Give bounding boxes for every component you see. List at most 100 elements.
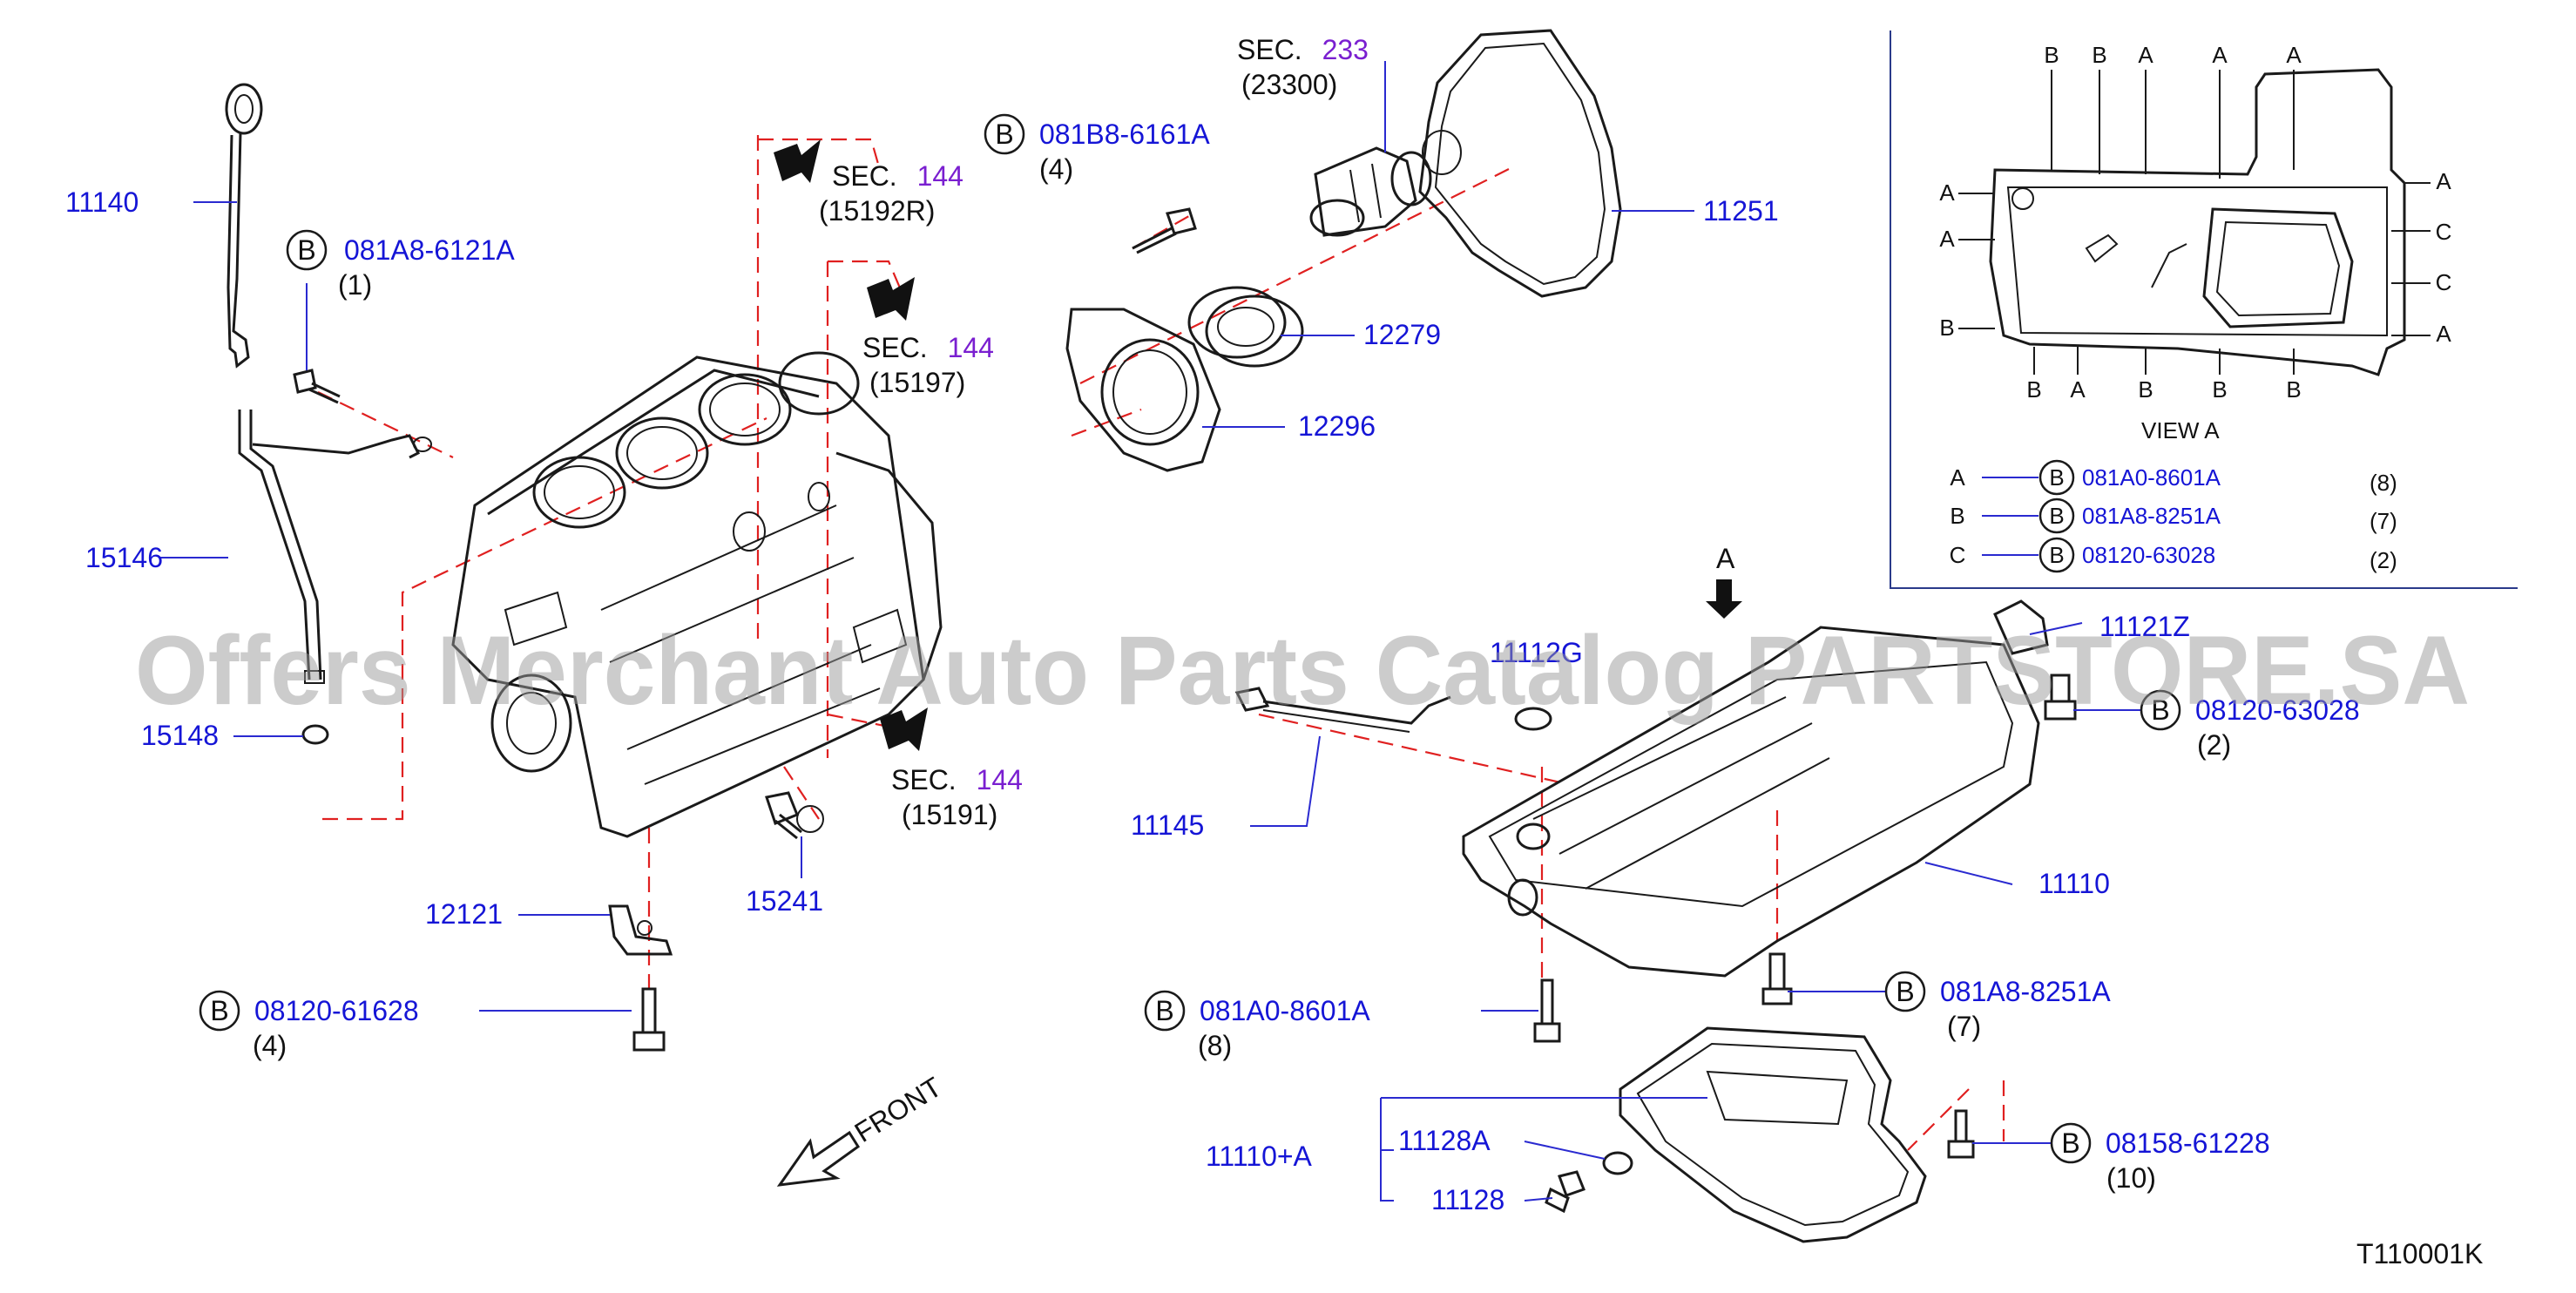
gasket-11112g [1514, 707, 1552, 731]
part-label-15241[interactable]: 15241 [746, 885, 823, 917]
bolt-qty: (2) [2197, 729, 2231, 761]
drain-plug [1545, 1170, 1585, 1214]
front-arrow-icon [776, 1130, 861, 1187]
bolt-marker: B [2049, 503, 2064, 529]
part-label-11128a[interactable]: 11128A [1398, 1125, 1491, 1156]
bolt-marker: B [2061, 1127, 2079, 1159]
part-label-11110a[interactable]: 11110+A [1206, 1141, 1313, 1172]
bolt-code-081a0-8601a[interactable]: 081A0-8601A [1200, 995, 1370, 1026]
inset-bottom-letter: A [2070, 376, 2086, 403]
part-label-11145[interactable]: 11145 [1131, 809, 1204, 841]
sec-label-3[interactable]: SEC. 144 [891, 764, 1023, 795]
inset-legend-code[interactable]: 08120-63028 [2082, 542, 2215, 568]
sec-label-2[interactable]: SEC. 144 [862, 332, 994, 363]
sec-arrow-3-icon [880, 707, 928, 751]
inset-right-letter: A [2436, 321, 2451, 347]
oil-level-gauge-guide [238, 410, 432, 684]
part-label-11121z[interactable]: 11121Z [2099, 611, 2190, 642]
bolt-marker: B [210, 995, 228, 1026]
part-label-11251[interactable]: 11251 [1703, 195, 1779, 227]
inset-legend-code[interactable]: 081A8-8251A [2082, 503, 2221, 529]
inset-view-label: VIEW A [2141, 417, 2220, 443]
diagram-id: T110001K [2356, 1238, 2483, 1269]
part-label-12121[interactable]: 12121 [425, 898, 503, 930]
bolt-code-081b8-6161a[interactable]: 081B8-6161A [1039, 118, 1210, 150]
bolt-15241 [765, 791, 824, 840]
bolt-qty: (1) [338, 269, 372, 301]
bolt-code-081a8-6121a[interactable]: 081A8-6121A [344, 234, 515, 266]
part-label-12296[interactable]: 12296 [1298, 410, 1376, 442]
inset-bottom-letter: B [2212, 376, 2227, 403]
oil-temp-sensor [1234, 687, 1451, 733]
drain-plug-washer [1602, 1151, 1633, 1175]
inset-right-letter: C [2436, 269, 2452, 295]
inset-top-letter: B [2092, 42, 2106, 68]
sec-arrow-1-icon [774, 139, 821, 183]
inset-top-letter: A [2286, 42, 2302, 68]
bolt-marker: B [1896, 976, 1914, 1007]
view-a-arrow-icon [1706, 579, 1742, 619]
inset-right-letter: A [2436, 168, 2451, 194]
bolt-qty: (10) [2106, 1162, 2156, 1194]
oil-level-gauge [225, 83, 263, 369]
inset-legend-code[interactable]: 081A0-8601A [2082, 464, 2221, 491]
inset-legend-qty: (7) [2370, 508, 2397, 534]
bolt-qty: (8) [1198, 1030, 1232, 1061]
bolt-marker: B [995, 118, 1013, 150]
part-label-15148[interactable]: 15148 [141, 720, 219, 751]
view-a-arrow-label: A [1716, 543, 1735, 574]
bolt-code-08120-63028[interactable]: 08120-63028 [2195, 694, 2360, 726]
bolt-081a8-8251a [1761, 952, 1793, 1005]
oil-pan-lower [1619, 1026, 1927, 1243]
part-label-11140[interactable]: 11140 [65, 186, 139, 218]
bolt-081a0-8601a [1533, 978, 1561, 1043]
sec-label-1[interactable]: SEC. 144 [832, 160, 963, 192]
inset-left-letter: A [1939, 179, 1955, 206]
sec-arrow-2-icon [867, 277, 915, 321]
bracket-12121 [608, 904, 673, 956]
bolt-code-08158-61228[interactable]: 08158-61228 [2106, 1127, 2270, 1159]
leader-lines [159, 61, 2141, 1202]
part-label-11112g[interactable]: 11112G [1490, 637, 1583, 668]
inset-legend-letter: A [1950, 464, 1965, 491]
sec-label-4[interactable]: SEC. 233 [1237, 34, 1369, 65]
bolt-081a8-6121a [293, 369, 341, 404]
sec-ref-3: (15191) [902, 799, 997, 830]
bolt-code-081a8-8251a[interactable]: 081A8-8251A [1940, 976, 2111, 1007]
oil-pan-upper [1462, 599, 2049, 978]
inset-legend-qty: (2) [2370, 547, 2397, 573]
part-label-15146[interactable]: 15146 [85, 542, 163, 573]
bolt-marker: B [2151, 694, 2169, 726]
part-label-11110[interactable]: 11110 [2038, 868, 2110, 899]
inset-left-letter: B [1939, 315, 1954, 341]
inset-legend-qty: (8) [2370, 470, 2397, 496]
bolt-code-08120-61628[interactable]: 08120-61628 [254, 995, 419, 1026]
rear-plate [1418, 29, 1622, 298]
sec-ref-1: (15192R) [819, 195, 935, 227]
inset-legend-letter: C [1950, 542, 1966, 568]
watermark: Offers Merchant Auto Parts Catalog PARTS… [135, 616, 2470, 725]
inset-left-letter: A [1939, 226, 1955, 252]
bolt-08120-63028 [2044, 674, 2077, 721]
bolt-08158-61228 [1947, 1109, 1975, 1159]
inset-view-a [1890, 30, 2518, 589]
cylinder-block [451, 351, 943, 838]
rear-oil-seal [1187, 286, 1304, 368]
inset-legend-letter: B [1950, 503, 1964, 529]
inset-top-letter: A [2138, 42, 2153, 68]
rear-oil-seal-retainer [1065, 308, 1221, 472]
inset-top-letter: B [2044, 42, 2059, 68]
bolt-marker: B [2049, 542, 2064, 568]
inset-bottom-letter: B [2286, 376, 2301, 403]
bolt-qty: (4) [1039, 153, 1073, 185]
bolt-081b8-6161a [1132, 207, 1197, 254]
sec-ref-4: (23300) [1241, 69, 1337, 100]
front-label: FRONT [849, 1071, 948, 1148]
bolt-08120-61628 [632, 987, 666, 1052]
inset-bottom-letter: B [2026, 376, 2041, 403]
part-label-11128[interactable]: 11128 [1431, 1184, 1504, 1215]
inset-letter-leaders [1958, 70, 2431, 375]
part-label-12279[interactable]: 12279 [1363, 319, 1441, 350]
bolt-marker-circles [199, 113, 2181, 1164]
